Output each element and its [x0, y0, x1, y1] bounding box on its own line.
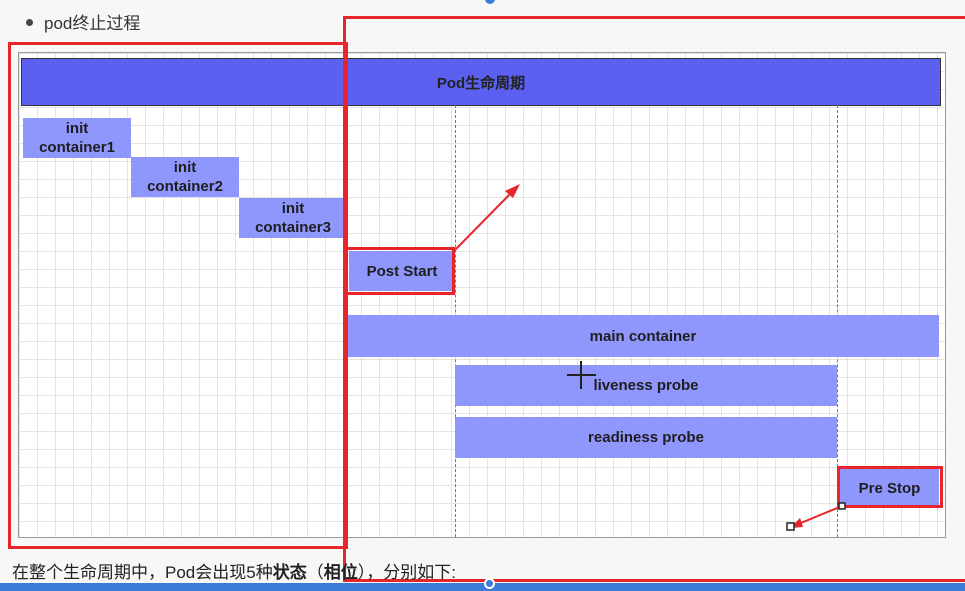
init-container-3-line2: container3 [255, 219, 331, 236]
lifecycle-title: Pod生命周期 [436, 74, 526, 92]
pre-stop-label: Pre Stop [858, 479, 921, 497]
annotation-rect-pre-stop [837, 466, 943, 508]
init-container-1: init container1 [23, 118, 131, 158]
lifecycle-header: Pod生命周期 [21, 58, 941, 106]
readiness-probe: readiness probe [455, 417, 837, 458]
slide-handle-top[interactable] [485, 0, 495, 4]
footer-bold-phase: 相位 [323, 563, 358, 582]
pod-lifecycle-diagram: Pod生命周期 init container1 init container2 … [18, 52, 946, 538]
slide-handle-bottom[interactable] [484, 578, 495, 589]
init-container-1-line2: container1 [39, 139, 115, 156]
bullet-text: pod终止过程 [44, 14, 141, 33]
pre-stop-hook: Pre Stop [840, 469, 939, 507]
init-container-2-line2: container2 [147, 178, 223, 195]
bullet-item: pod终止过程 [26, 9, 140, 34]
init-container-2-line1: init [173, 159, 197, 176]
init-container-3: init container3 [239, 198, 347, 238]
post-start-label: Post Start [366, 262, 438, 280]
annotation-rect-post-start [345, 247, 455, 295]
liveness-probe: liveness probe [455, 365, 837, 406]
footer-paren: （ [306, 563, 324, 582]
readiness-probe-label: readiness probe [588, 429, 704, 446]
footer-prefix: 在整个生命周期中，Pod会出现5种 [12, 563, 273, 582]
footer-suffix: ），分别如下: [357, 563, 456, 582]
init-container-2: init container2 [131, 157, 239, 197]
annotation-rect-left [8, 42, 348, 549]
footer-bold-state: 状态 [272, 563, 307, 582]
main-container: main container [347, 315, 939, 357]
post-start-hook: Post Start [349, 251, 455, 291]
init-container-1-line1: init [65, 120, 89, 137]
annotation-rect-right [343, 16, 965, 582]
footer-text: 在整个生命周期中，Pod会出现5种状态（相位），分别如下: [12, 558, 456, 583]
bullet-dot-icon [26, 19, 33, 27]
init-container-3-line1: init [281, 200, 305, 217]
bottom-bar [0, 583, 965, 591]
liveness-probe-label: liveness probe [593, 377, 699, 394]
main-container-label: main container [589, 327, 697, 345]
